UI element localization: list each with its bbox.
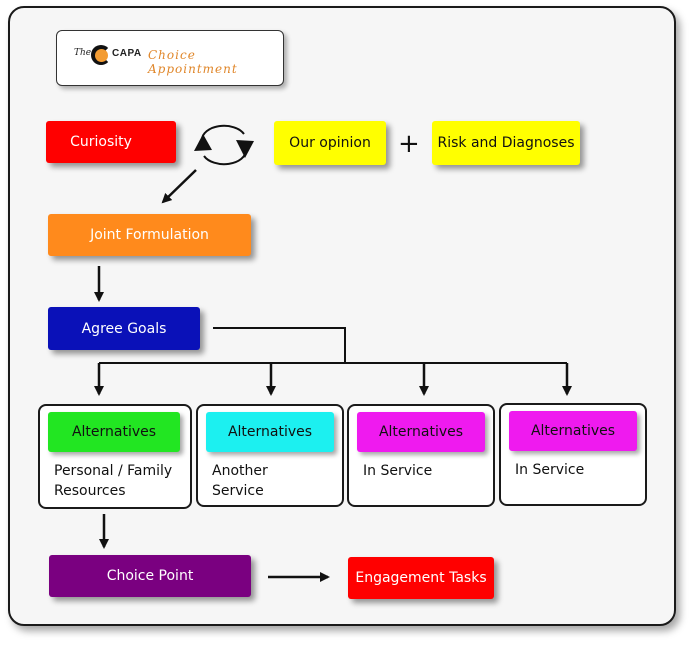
- alternative-card-another-service: Alternatives Another Service: [196, 404, 344, 507]
- alternative-label: Alternatives: [71, 424, 157, 440]
- alternative-header: Alternatives: [357, 412, 485, 452]
- alternative-detail-line: In Service: [363, 463, 433, 479]
- alternative-detail: Another Service: [212, 461, 268, 501]
- agree-goals-node: Agree Goals: [48, 307, 200, 350]
- alternative-header: Alternatives: [48, 412, 180, 452]
- joint-formulation-label: Joint Formulation: [90, 227, 209, 243]
- alternative-detail-line: Another: [212, 463, 268, 479]
- cycle-icon: [194, 124, 254, 166]
- alternative-header: Alternatives: [206, 412, 334, 452]
- risk-diagnoses-label: Risk and Diagnoses: [437, 135, 575, 151]
- choice-point-node: Choice Point: [49, 555, 251, 597]
- curiosity-label: Curiosity: [70, 134, 132, 150]
- capa-logo: The CAPA Choice Appointment: [56, 30, 284, 86]
- alternative-header: Alternatives: [509, 411, 637, 451]
- alternative-detail: In Service: [515, 460, 584, 480]
- curiosity-node: Curiosity: [46, 121, 176, 163]
- engagement-tasks-node: Engagement Tasks: [348, 557, 494, 599]
- alternative-label: Alternatives: [227, 424, 313, 440]
- logo-c-mark: [91, 45, 111, 65]
- alternative-label: Alternatives: [530, 423, 616, 439]
- alternative-detail: Personal / Family Resources: [54, 461, 172, 501]
- alternative-detail-line: Personal / Family: [54, 463, 173, 479]
- goals-branch-connector: [213, 327, 346, 363]
- logo-orange-dot: [95, 49, 108, 62]
- agree-goals-label: Agree Goals: [81, 320, 167, 337]
- arrow-to-joint-formulation: [161, 169, 197, 204]
- engagement-tasks-label: Engagement Tasks: [355, 570, 487, 586]
- our-opinion-node: Our opinion: [274, 121, 386, 165]
- alternative-detail-line: Service: [212, 483, 264, 499]
- plus-sign: +: [398, 129, 420, 159]
- joint-formulation-node: Joint Formulation: [48, 214, 251, 256]
- logo-tagline: Choice Appointment: [148, 48, 238, 76]
- alternative-card-in-service-1: Alternatives In Service: [347, 404, 495, 507]
- logo-brand: CAPA: [112, 48, 142, 59]
- alternative-detail-line: Resources: [54, 483, 126, 499]
- choice-point-label: Choice Point: [106, 568, 194, 584]
- alternative-detail: In Service: [363, 461, 432, 481]
- alternative-detail-line: In Service: [515, 462, 585, 478]
- alternative-card-personal: Alternatives Personal / Family Resources: [38, 404, 192, 509]
- alternative-card-in-service-2: Alternatives In Service: [499, 403, 647, 506]
- risk-diagnoses-node: Risk and Diagnoses: [432, 121, 580, 165]
- our-opinion-label: Our opinion: [289, 135, 371, 151]
- alternative-label: Alternatives: [378, 424, 464, 440]
- logo-prefix: The: [74, 48, 92, 58]
